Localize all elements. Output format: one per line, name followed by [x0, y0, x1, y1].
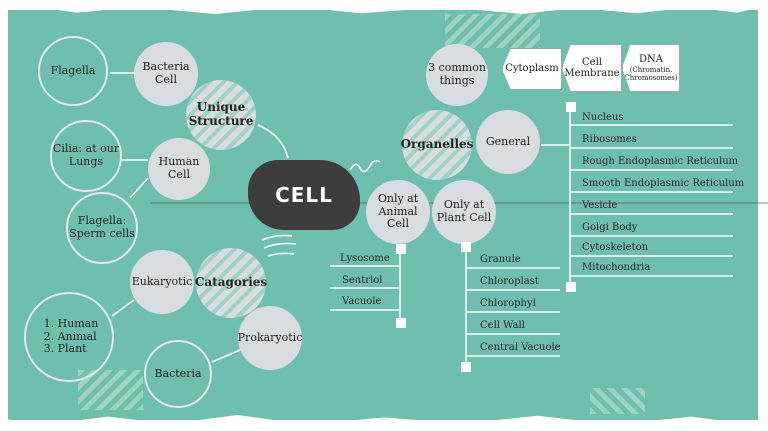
plant-item: Chloroplast [480, 276, 539, 287]
plant-item: Chlorophyl [480, 298, 536, 309]
general-item: Mitochondria [582, 262, 651, 273]
cytoplasm-tag: Cytoplasm [502, 48, 562, 90]
chevron-decoration [590, 388, 645, 414]
categories-node: Catagories [195, 248, 267, 318]
general-item: Nucleus [582, 112, 624, 123]
flagella-node: Flagella [38, 36, 108, 106]
bracket-marker [396, 318, 406, 328]
cell-membrane-tag: Cell Membrane [562, 44, 622, 92]
list-item: Human [58, 317, 99, 331]
animal-item: Sentriol [342, 275, 383, 286]
dna-label: DNA [639, 54, 663, 66]
plant-only-node: Only at Plant Cell [432, 180, 496, 244]
common-things-node: 3 common things [426, 44, 488, 106]
bracket-marker [461, 242, 471, 252]
bracket-marker [396, 244, 406, 254]
general-item: Vesicle [582, 200, 618, 211]
plant-item: Central Vacuole [480, 342, 561, 353]
plant-item: Granule [480, 254, 521, 265]
cell-center-node: CELL [248, 160, 360, 230]
animal-only-node: Only at Animal Cell [366, 180, 430, 244]
chevron-decoration [445, 14, 540, 48]
general-item: Rough Endoplasmic Reticulum [582, 156, 739, 167]
cilia-node: Cilia: at our Lungs [50, 120, 122, 192]
plant-item: Cell Wall [480, 320, 525, 331]
prokaryotic-node: Prokaryotic [238, 306, 302, 370]
bacteria-node: Bacteria [144, 340, 212, 408]
unique-structure-node: Unique Structure [186, 80, 256, 150]
general-item: Cytoskeleton [582, 242, 649, 253]
general-item: Ribosomes [582, 134, 637, 145]
eukaryotic-node: Eukaryotic [130, 250, 194, 314]
dna-tag: DNA (Chromatin, Chromosomes) [622, 44, 680, 92]
eukaryote-list: Human Animal Plant [40, 317, 99, 356]
animal-item: Vacuole [342, 296, 382, 307]
eukaryote-list-node: Human Animal Plant [24, 292, 114, 382]
bracket-marker [566, 282, 576, 292]
general-node: General [476, 110, 540, 174]
list-item: Plant [58, 343, 99, 356]
bracket-marker [566, 102, 576, 112]
list-item: Animal [58, 330, 99, 344]
bacteria-cell-node: Bacteria Cell [134, 42, 198, 106]
general-item: Golgi Body [582, 222, 638, 233]
flagella-sperm-node: Flagella: Sperm cells [66, 192, 138, 264]
general-item: Smooth Endoplasmic Reticulum [582, 178, 745, 189]
dna-sublabel: (Chromatin, Chromosomes) [624, 65, 678, 82]
human-cell-node: Human Cell [148, 138, 210, 200]
organelles-node: Organelles [401, 110, 473, 180]
animal-item: Lysosome [340, 253, 390, 264]
bracket-marker [461, 362, 471, 372]
